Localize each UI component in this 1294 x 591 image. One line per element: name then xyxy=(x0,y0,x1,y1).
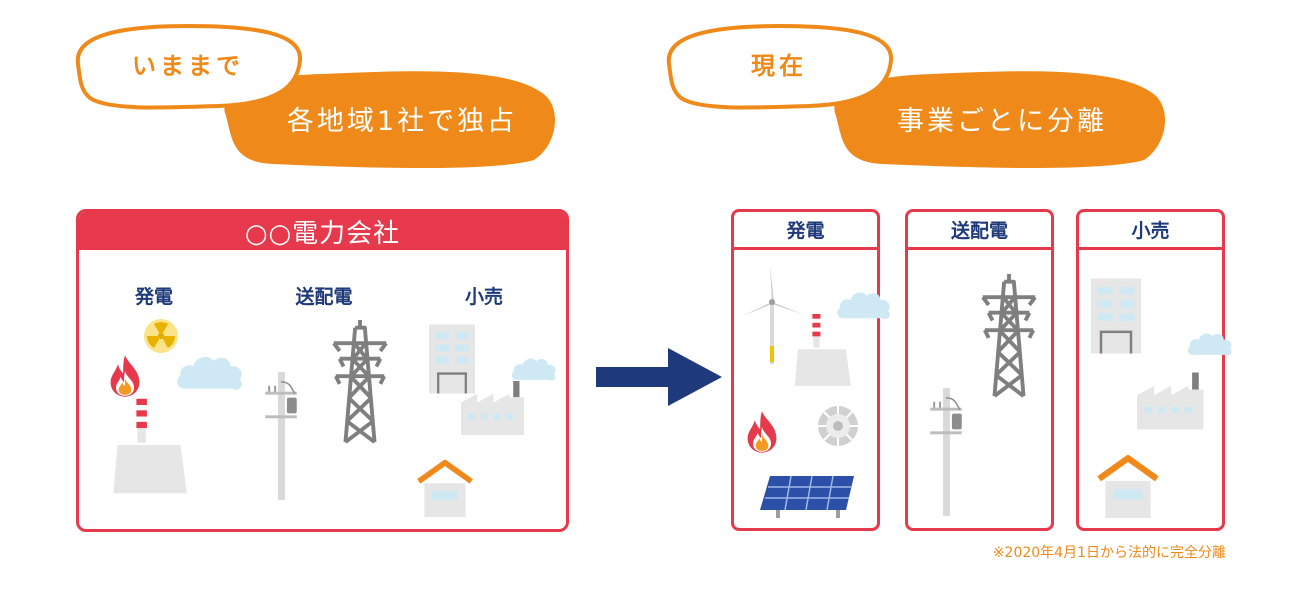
smoke-cloud-icon xyxy=(173,346,247,396)
orange-bubble-shape xyxy=(224,71,556,168)
power-plant-icon xyxy=(790,312,854,388)
after-caption: 事業ごとに分離 xyxy=(897,105,1107,137)
before-label: いままで xyxy=(132,51,244,80)
before-label-bubble: いままで xyxy=(68,20,308,112)
transmission-column-title: 送配電 xyxy=(908,212,1051,250)
before-caption: 各地域1社で独占 xyxy=(286,105,518,137)
retail-column-title: 小売 xyxy=(1079,212,1222,250)
hydro-turbine-icon xyxy=(818,406,858,446)
after-caption-bubble: 事業ごとに分離 xyxy=(822,68,1168,168)
factory-icon xyxy=(1137,368,1213,434)
after-label-bubble: 現在 xyxy=(659,20,899,112)
factory-icon xyxy=(461,380,533,436)
transmission-tower-icon xyxy=(325,318,395,444)
white-bubble-shape xyxy=(666,23,894,110)
white-bubble-shape xyxy=(75,23,303,110)
fire-icon xyxy=(107,352,143,400)
transmission-column: 送配電 xyxy=(905,209,1054,531)
house-icon xyxy=(415,456,475,518)
segment-generation-title: 発電 xyxy=(134,286,173,308)
company-title: ○○電力会社 xyxy=(79,212,566,250)
smoke-cloud-icon xyxy=(1185,326,1235,360)
after-label: 現在 xyxy=(751,51,807,80)
office-building-icon xyxy=(1091,272,1141,360)
house-icon xyxy=(1095,452,1161,518)
orange-bubble-shape xyxy=(834,71,1166,168)
retail-column: 小売 xyxy=(1076,209,1225,531)
utility-pole-icon xyxy=(261,372,301,500)
generation-column: 発電 xyxy=(731,209,880,531)
segment-retail-title: 小売 xyxy=(464,286,503,308)
transmission-tower-icon xyxy=(974,272,1044,398)
before-caption-bubble: 各地域1社で独占 xyxy=(212,68,558,168)
wind-turbine-icon xyxy=(742,266,802,364)
segment-transmission-title: 送配電 xyxy=(295,286,353,308)
solar-panel-icon xyxy=(760,475,854,518)
utility-pole-icon xyxy=(926,388,966,516)
generation-column-title: 発電 xyxy=(734,212,877,250)
integrated-company-box: ○○電力会社 発電 送配電 小売 xyxy=(76,209,569,532)
separation-footnote: ※2020年4月1日から法的に完全分離 xyxy=(992,545,1226,561)
fire-icon xyxy=(744,408,780,456)
power-plant-icon xyxy=(107,398,191,494)
arrow-right-icon xyxy=(596,348,722,406)
nuclear-icon xyxy=(144,319,178,353)
